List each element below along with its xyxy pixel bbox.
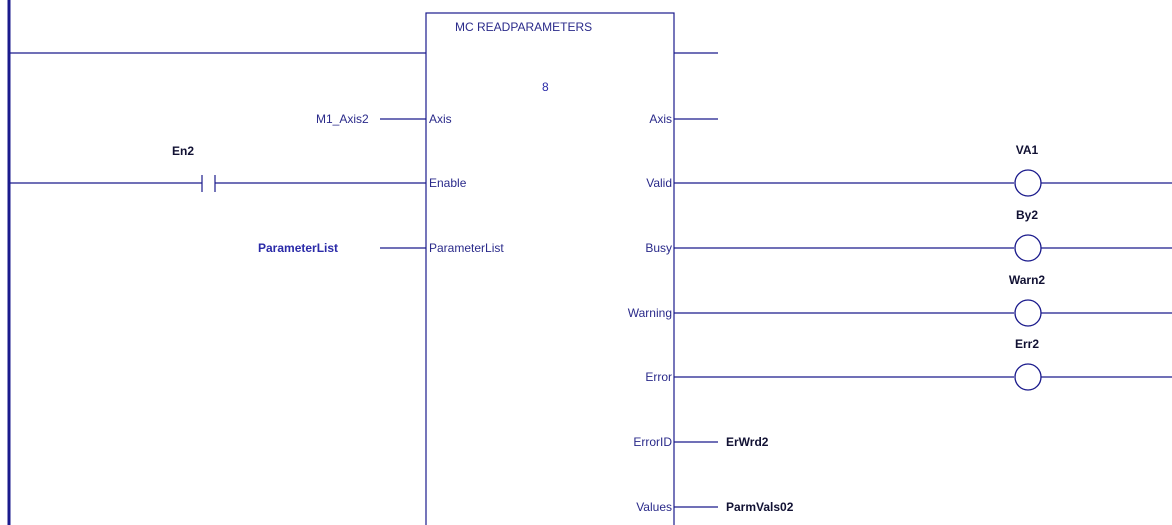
pin-error: Error xyxy=(645,370,672,384)
pin-parameterlist: ParameterList xyxy=(429,241,504,255)
coil-error-label: Err2 xyxy=(1015,337,1039,351)
pin-values: Values xyxy=(636,500,672,514)
coil-busy[interactable] xyxy=(1014,234,1042,262)
pin-axis-in: Axis xyxy=(429,112,452,126)
coil-warning-label: Warn2 xyxy=(1009,273,1046,287)
pin-errorid: ErrorID xyxy=(633,435,672,449)
function-block[interactable] xyxy=(425,12,675,525)
axis-input-variable[interactable]: M1_Axis2 xyxy=(316,112,369,126)
pin-warning: Warning xyxy=(628,306,672,320)
coil-valid-label: VA1 xyxy=(1016,143,1039,157)
pin-busy: Busy xyxy=(645,241,672,255)
coil-valid[interactable] xyxy=(1014,169,1042,197)
values-output-variable[interactable]: ParmVals02 xyxy=(726,500,794,514)
block-title: MC READPARAMETERS xyxy=(455,20,592,34)
pin-enable: Enable xyxy=(429,176,467,190)
coil-error[interactable] xyxy=(1014,363,1042,391)
parameterlist-input-variable[interactable]: ParameterList xyxy=(258,241,338,255)
pin-axis-out: Axis xyxy=(649,112,672,126)
errorid-output-variable[interactable]: ErWrd2 xyxy=(726,435,769,449)
coil-warning[interactable] xyxy=(1014,299,1042,327)
coil-busy-label: By2 xyxy=(1016,208,1038,222)
pin-valid: Valid xyxy=(646,176,672,190)
contact-label: En2 xyxy=(172,144,194,158)
block-instance-number: 8 xyxy=(542,80,549,94)
